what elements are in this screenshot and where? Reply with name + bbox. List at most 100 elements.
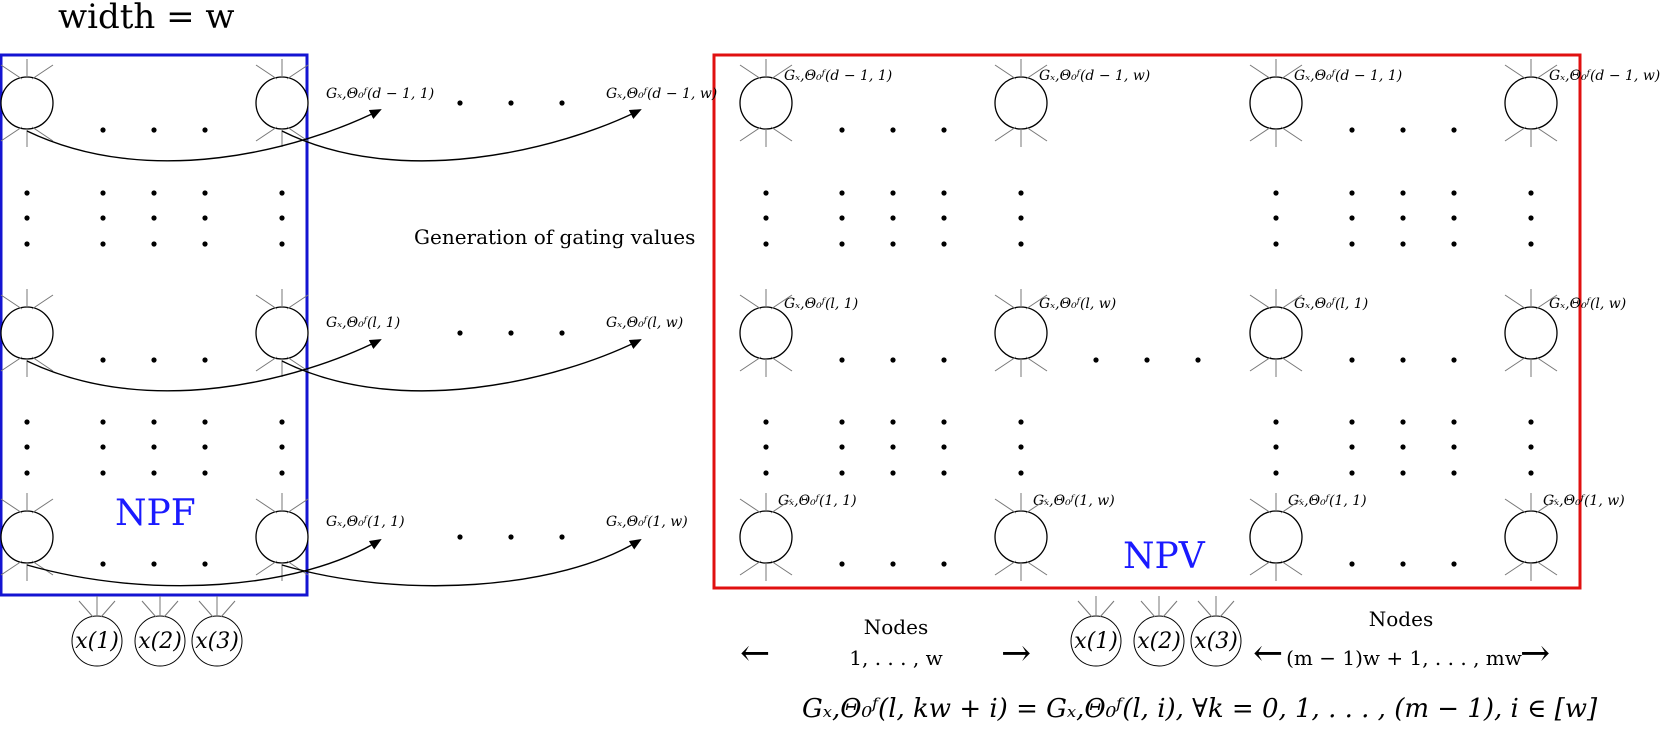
npv-col-dots-g2-c9-3 — [1451, 470, 1457, 476]
npv-col-dots-g1-c6-2 — [1273, 215, 1279, 221]
npv-node-label-bottom-1: Gₓ,Θ₀ᶠ(1, 1) — [778, 493, 857, 509]
npf-col-dots-g1-c4-1 — [202, 190, 208, 196]
npf-col-dots-g2-c4-2 — [202, 444, 208, 450]
npv-node-bottom-3-spoke-downright — [1280, 560, 1303, 576]
npf-col-dots-g2-c4-3 — [202, 470, 208, 476]
npf-col-dots-g1-c1-3 — [24, 241, 30, 247]
npv-col-dots-g1-c3-2 — [890, 215, 896, 221]
npv-node-label-middle-2: Gₓ,Θ₀ᶠ(l, w) — [1039, 296, 1116, 312]
npv-col-dots-g2-c7-1 — [1349, 419, 1355, 425]
npf-node-middle-last-spoke-upright — [286, 294, 309, 310]
npf-col-dots-g2-c5-3 — [279, 470, 285, 476]
npv-node-top-3-spoke-upleft — [1249, 64, 1272, 80]
npf-col-dots-g2-c4-1 — [202, 419, 208, 425]
diagram-title: width = w — [58, 0, 235, 37]
npv-node-bottom-1-spoke-upright — [770, 498, 793, 514]
npv-col-dots-g2-c3-2 — [890, 444, 896, 450]
npv-col-dots-g2-c6-3 — [1273, 470, 1279, 476]
npf-node-middle-last-spoke-upleft — [255, 294, 278, 310]
npv-node-bottom-4-spoke-downright — [1535, 560, 1558, 576]
npv-node-middle-1-spoke-upright — [770, 294, 793, 310]
npv-input-spoke-3b — [1197, 600, 1213, 618]
npv-input-label-3: x(3) — [1194, 629, 1238, 654]
npf-col-dots-g2-c3-2 — [151, 444, 157, 450]
npv-col-dots-g1-c10-2 — [1528, 215, 1534, 221]
npv-node-top-3-spoke-downright — [1280, 126, 1303, 142]
npv-col-dots-g1-c7-1 — [1349, 190, 1355, 196]
npv-col-dots-g1-c2-3 — [839, 241, 845, 247]
npv-input-spoke-2b — [1140, 600, 1156, 618]
npv-col-dots-g2-c10-3 — [1528, 470, 1534, 476]
npv-node-top-4-spoke-upleft — [1504, 64, 1527, 80]
npf-node-top-last-spoke-upright — [286, 64, 309, 80]
npv-col-dots-g2-c1-2 — [763, 444, 769, 450]
npv-node-label-top-4: Gₓ,Θ₀ᶠ(d − 1, w) — [1549, 68, 1660, 84]
npv-node-bottom-1-spoke-upleft — [739, 498, 762, 514]
npf-arrow-top-last — [281, 109, 642, 162]
npf-input-spoke-3c — [220, 600, 236, 618]
npv-col-dots-g1-c1-1 — [763, 190, 769, 196]
npv-label: NPV — [1123, 536, 1206, 577]
npf-col-dots-g1-c1-1 — [24, 190, 30, 196]
npf-col-dots-g2-c3-3 — [151, 470, 157, 476]
npv-node-middle-1-spoke-downright — [770, 356, 793, 372]
npf-node-bottom-last-spoke-downleft — [255, 560, 278, 576]
npf-gate-dots-middle-2 — [508, 330, 514, 336]
npv-col-dots-g2-c1-3 — [763, 470, 769, 476]
npf-gate-dots-middle-1 — [457, 330, 463, 336]
npv-col-dots-g2-c1-1 — [763, 419, 769, 425]
npv-node-middle-4-spoke-downright — [1535, 356, 1558, 372]
npf-node-top-first-spoke-downright — [31, 126, 54, 142]
gating-caption: Generation of gating values — [414, 225, 695, 249]
npf-row-dots-bottom-3 — [202, 561, 208, 567]
npv-col-dots-g1-c4-1 — [941, 190, 947, 196]
npv-node-bottom-4-spoke-downleft — [1504, 560, 1527, 576]
npf-gate-label-top-first: Gₓ,Θ₀ᶠ(d − 1, 1) — [326, 86, 434, 102]
npv-col-dots-g2-c4-1 — [941, 419, 947, 425]
npv-col-dots-g2-c8-2 — [1400, 444, 1406, 450]
nodes-left-range: 1, . . . , w — [849, 646, 942, 670]
npv-col-dots-g1-c10-1 — [1528, 190, 1534, 196]
npf-node-bottom-last-spoke-upleft — [255, 498, 278, 514]
npv-col-dots-g1-c3-3 — [890, 241, 896, 247]
diagram-geometry — [0, 59, 1558, 667]
npf-arrow-bottom-last — [281, 538, 642, 587]
npf-col-dots-g2-c5-2 — [279, 444, 285, 450]
npv-row-dots-bottom-right-2 — [1400, 561, 1406, 567]
npv-node-bottom-4 — [1504, 510, 1558, 564]
npv-col-dots-g2-c4-3 — [941, 470, 947, 476]
npv-row-dots-middle-right-2 — [1400, 357, 1406, 363]
npv-node-top-2-spoke-downright — [1025, 126, 1048, 142]
npf-node-middle-last-spoke-downright — [286, 356, 309, 372]
npv-col-dots-g2-c4-2 — [941, 444, 947, 450]
npv-node-middle-2-spoke-upleft — [994, 294, 1017, 310]
npv-node-label-bottom-2: Gₓ,Θ₀ᶠ(1, w) — [1033, 493, 1115, 509]
npf-col-dots-g1-c2-1 — [100, 190, 106, 196]
npf-col-dots-g2-c2-1 — [100, 419, 106, 425]
npf-node-top-last-spoke-upleft — [255, 64, 278, 80]
npv-node-middle-1-spoke-downleft — [739, 356, 762, 372]
npv-col-dots-g1-c3-1 — [890, 190, 896, 196]
npv-col-dots-g2-c2-3 — [839, 470, 845, 476]
npf-row-dots-bottom-2 — [151, 561, 157, 567]
npv-input-label-1: x(1) — [1074, 629, 1118, 654]
npf-col-dots-g2-c1-2 — [24, 444, 30, 450]
npf-node-top-first-spoke-upright — [31, 64, 54, 80]
npf-gate-label-bottom-first: Gₓ,Θ₀ᶠ(1, 1) — [326, 514, 405, 530]
npf-node-bottom-first-spoke-downright — [31, 560, 54, 576]
npv-col-dots-g1-c7-2 — [1349, 215, 1355, 221]
npf-col-dots-g1-c3-1 — [151, 190, 157, 196]
npv-node-label-bottom-3: Gₓ,Θ₀ᶠ(1, 1) — [1288, 493, 1367, 509]
npv-col-dots-g2-c8-1 — [1400, 419, 1406, 425]
npv-row-dots-bottom-right-1 — [1349, 561, 1355, 567]
npv-node-middle-2-spoke-downright — [1025, 356, 1048, 372]
npf-input-spoke-3b — [198, 600, 214, 618]
npv-input-spoke-2c — [1162, 600, 1178, 618]
npv-row-dots-bottom-right-3 — [1451, 561, 1457, 567]
npf-col-dots-g2-c1-3 — [24, 470, 30, 476]
npv-node-middle-4-spoke-downleft — [1504, 356, 1527, 372]
npv-node-bottom-2-spoke-upleft — [994, 498, 1017, 514]
npv-col-dots-g1-c6-1 — [1273, 190, 1279, 196]
npv-node-top-2-spoke-downleft — [994, 126, 1017, 142]
npf-input-spoke-2b — [141, 600, 157, 618]
